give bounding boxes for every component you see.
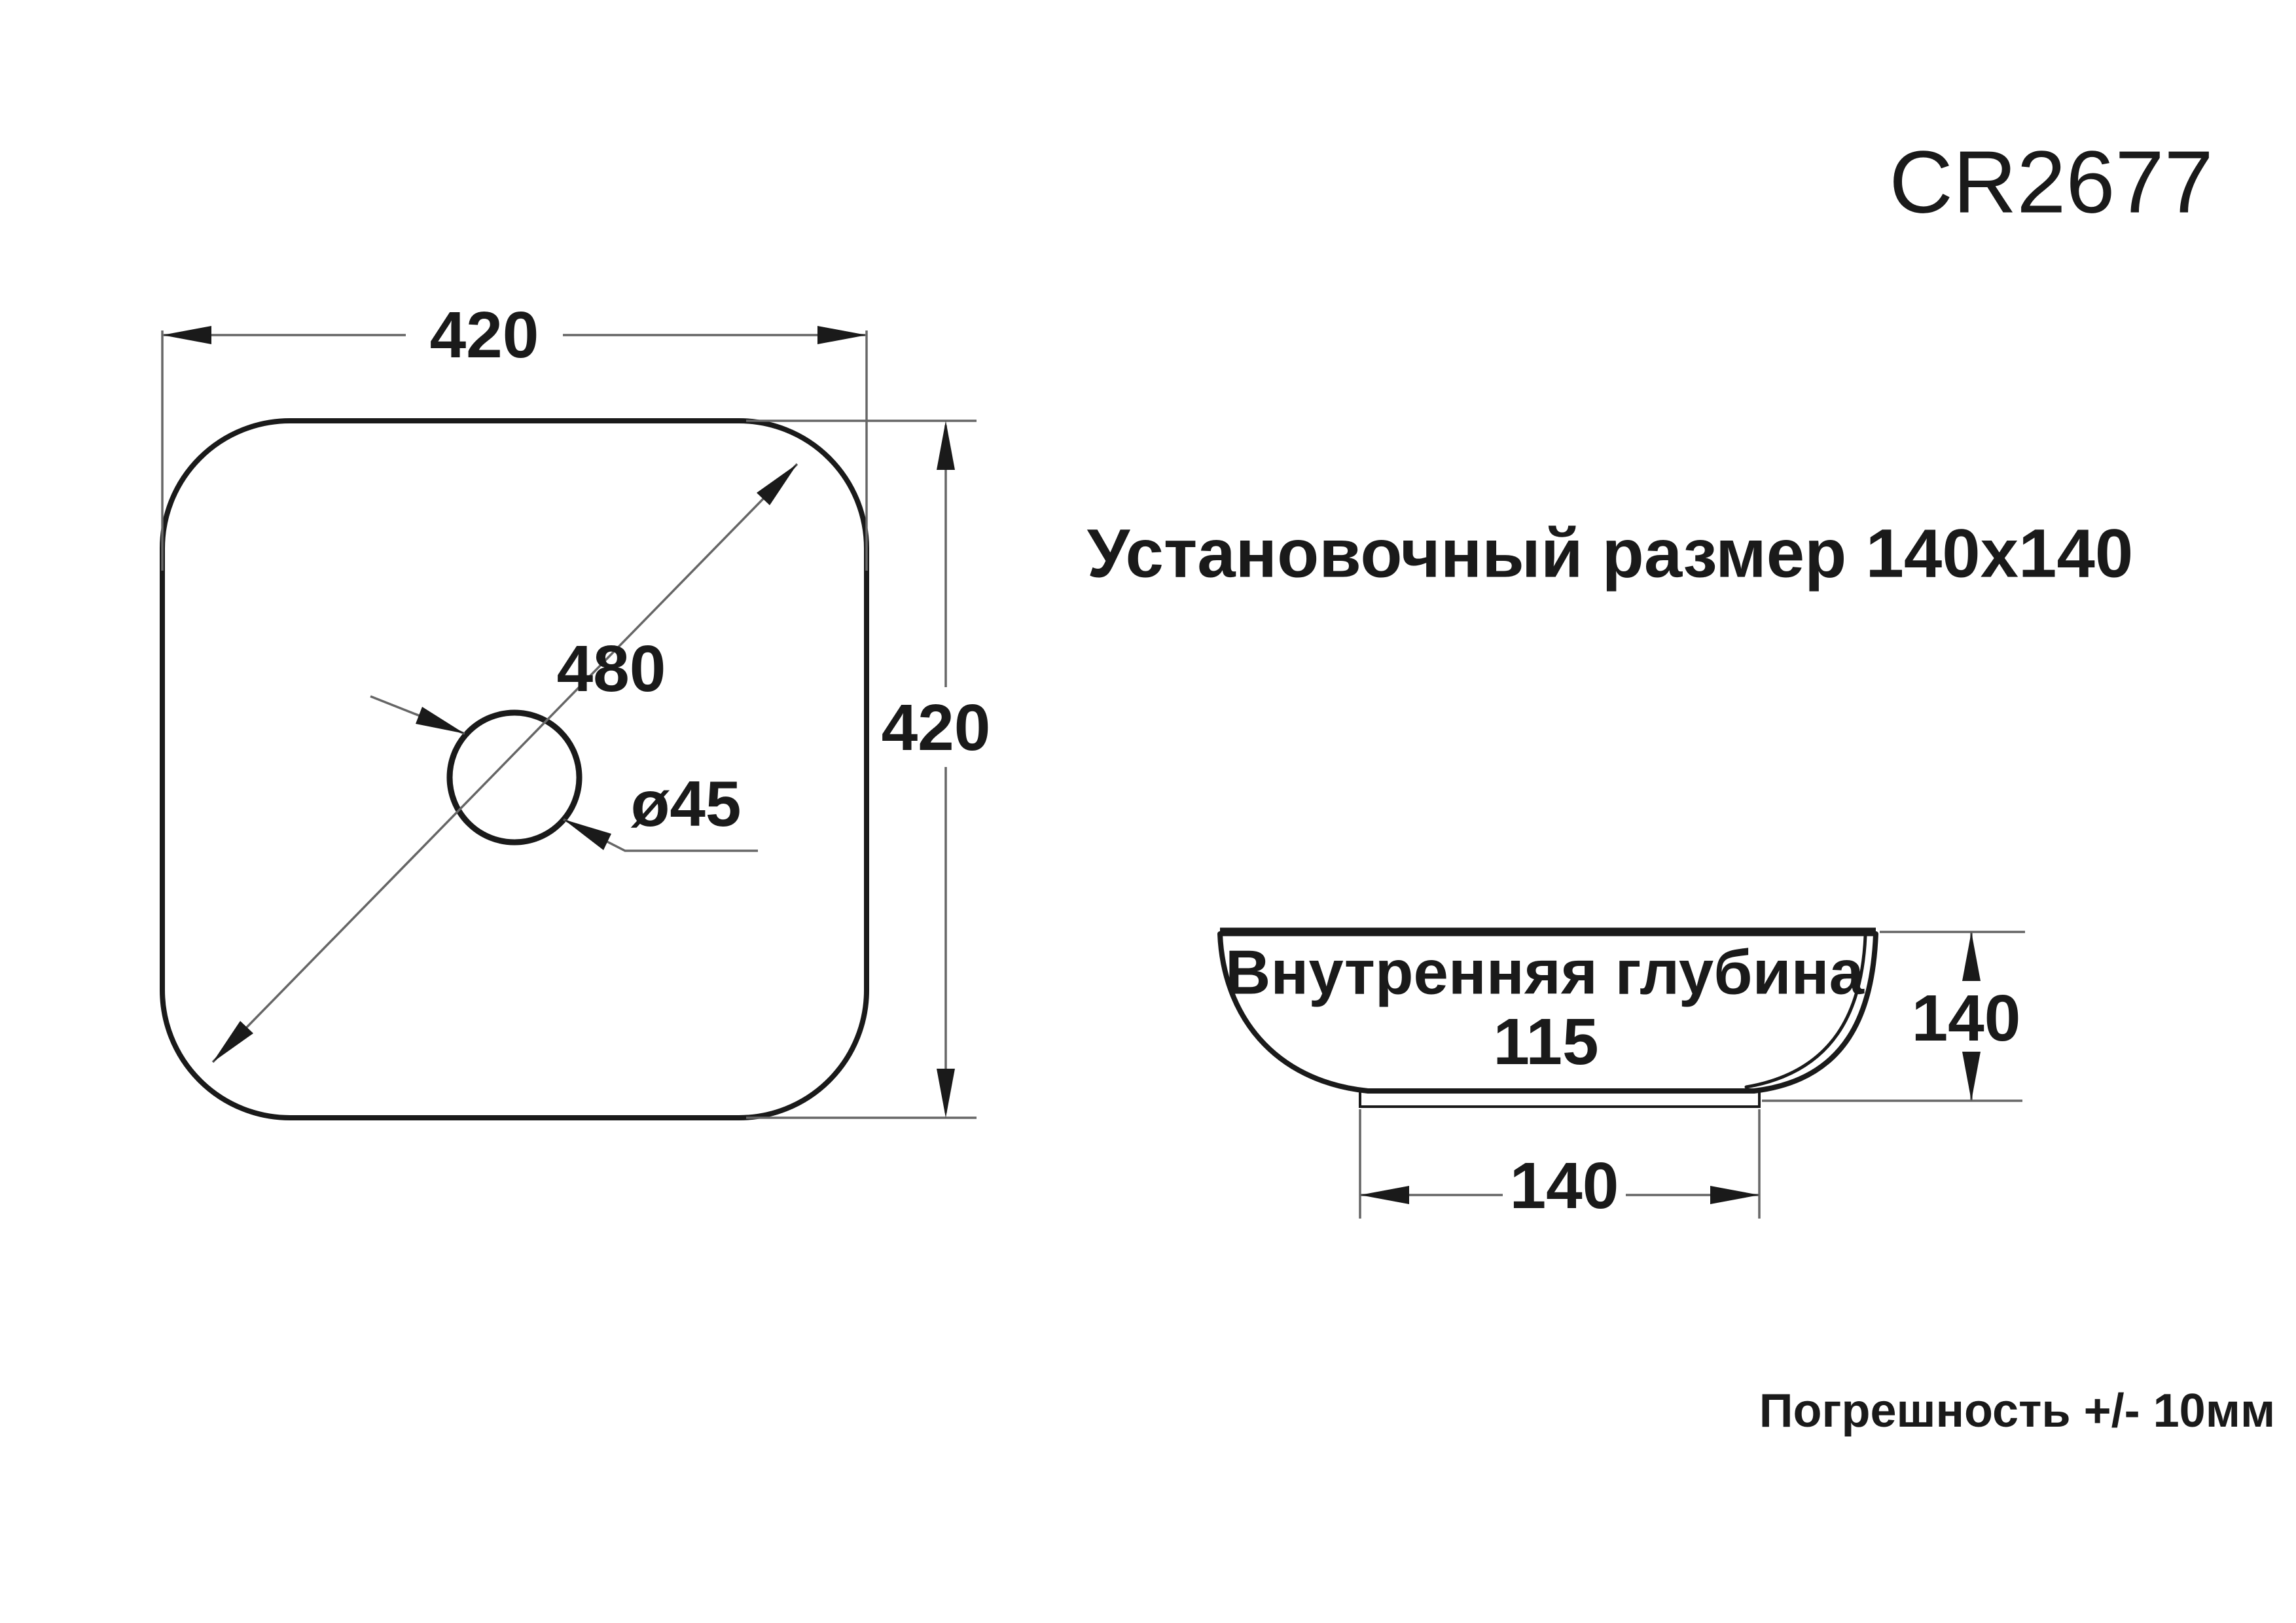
arrowhead-up — [1962, 932, 1981, 981]
base-width-dimension: 140 — [1359, 1109, 1761, 1222]
side-height-label: 140 — [1912, 982, 2021, 1055]
inner-depth-value: 115 — [1493, 1005, 1598, 1079]
top-view-outline — [160, 418, 869, 1120]
arrowhead-lower-right — [564, 819, 611, 850]
side-height-dimension: 140 — [1762, 931, 2025, 1102]
sink-side-view: Внутренняя глубина 115 140 140 — [1217, 927, 2025, 1222]
arrowhead-down — [937, 1069, 955, 1118]
top-view-height-dimension: 420 — [746, 419, 991, 1119]
arrowhead-up — [937, 421, 955, 470]
dimension-line — [211, 463, 798, 1063]
diagonal-dimension: 480 — [211, 463, 798, 1063]
diagonal-label: 480 — [557, 632, 666, 705]
inner-depth-label: Внутренняя глубина — [1225, 938, 1865, 1008]
top-view-height-label: 420 — [882, 691, 991, 764]
sink-top-view: 420 420 480 ø45 — [160, 298, 991, 1120]
arrowhead-down — [1962, 1052, 1981, 1101]
drain-diameter-dimension: ø45 — [370, 695, 758, 852]
top-width-label: 420 — [430, 298, 539, 372]
base-width-label: 140 — [1510, 1149, 1619, 1222]
side-view-foot — [1359, 1091, 1761, 1108]
arrowhead-right — [1710, 1186, 1759, 1204]
arrowhead-top-right — [757, 464, 797, 505]
side-view-bowl-outline — [1217, 931, 1878, 1094]
arrowhead-left — [1360, 1186, 1409, 1204]
arrowhead-bottom-left — [213, 1021, 253, 1062]
arrowhead-right — [817, 326, 867, 344]
drain-hole-circle — [446, 709, 583, 846]
drawing-number: CR2677 — [1889, 133, 2213, 232]
arrowhead-left — [162, 326, 211, 344]
tolerance-note: Погрешность +/- 10мм — [1759, 1385, 2275, 1437]
top-width-dimension: 420 — [161, 298, 868, 571]
drain-diameter-label: ø45 — [631, 768, 742, 840]
installation-size-note: Установочный размер 140x140 — [1087, 516, 2133, 592]
arrowhead-upper-left — [416, 707, 465, 734]
side-view-inner-wall — [1744, 934, 1867, 1089]
